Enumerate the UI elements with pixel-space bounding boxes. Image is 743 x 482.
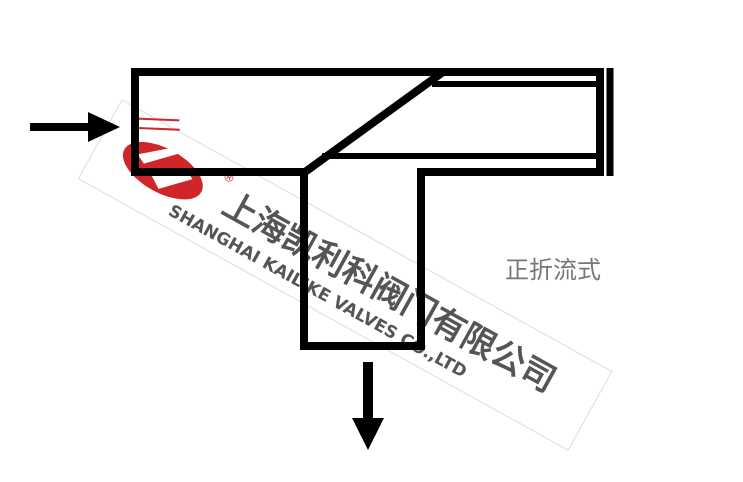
- outlet-arrow: [352, 362, 384, 450]
- inlet-arrow: [30, 112, 120, 142]
- watermark-band: [77, 99, 613, 451]
- diagram-label: 正折流式: [505, 256, 601, 284]
- watermark-company-cn: 上海凯利科阀门有限公司: [216, 184, 563, 400]
- tee-outline: [131, 68, 604, 350]
- tee-body: [131, 68, 614, 350]
